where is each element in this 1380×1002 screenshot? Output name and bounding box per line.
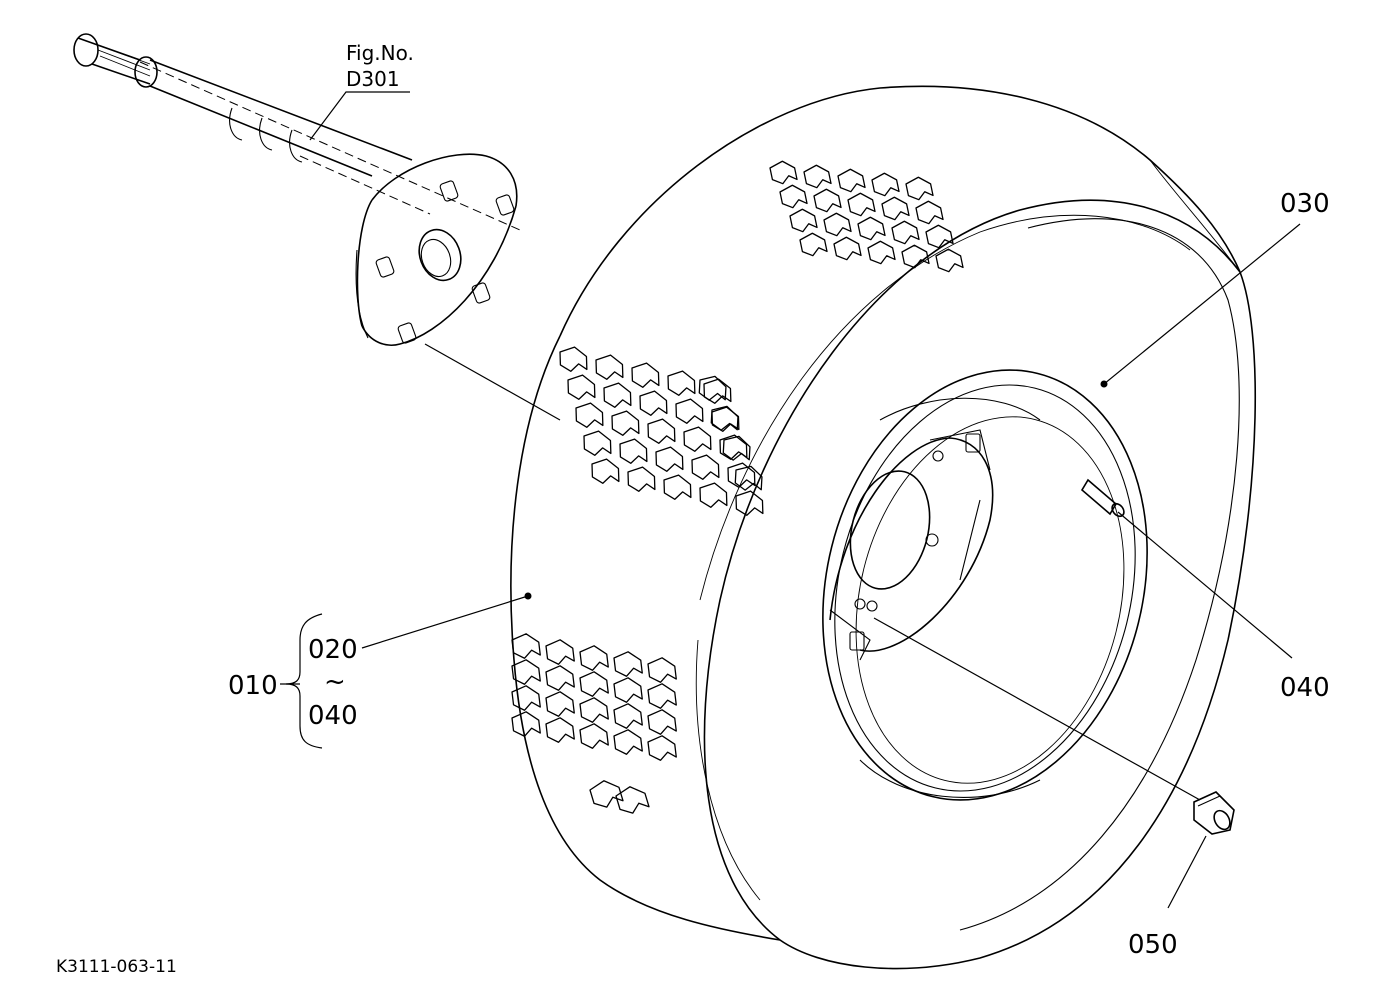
tread-lug — [559, 346, 588, 372]
tread-lug — [545, 665, 575, 691]
axle-shaft[interactable] — [73, 33, 521, 231]
tread-lug — [823, 212, 852, 237]
tread-lug — [603, 382, 632, 408]
tire[interactable] — [508, 85, 1257, 970]
tread-lug — [579, 723, 609, 749]
leader-lines — [280, 91, 1301, 909]
tread-lug — [727, 462, 756, 488]
tread-lug — [595, 354, 624, 380]
tread-lug — [579, 645, 609, 671]
tread-lug — [647, 683, 677, 709]
callout-030: 030 — [1280, 189, 1330, 219]
tread-lug — [789, 208, 818, 233]
tread-lug — [655, 446, 684, 472]
callout-range-to: 040 — [308, 701, 358, 731]
tread-lug — [627, 466, 656, 492]
tread-lug — [699, 482, 728, 508]
tread-lug — [575, 402, 604, 428]
tread-lug — [647, 418, 676, 444]
tread-lug — [545, 639, 575, 665]
tread-lug — [881, 196, 910, 221]
tread-lug — [613, 651, 643, 677]
tread-lug — [647, 735, 677, 761]
wheel-nut[interactable] — [1193, 791, 1235, 835]
tread-lug — [511, 711, 541, 737]
tread-lug — [619, 438, 648, 464]
hub-flange[interactable] — [355, 153, 518, 346]
tread-lug — [799, 232, 828, 257]
tread-lug — [935, 248, 964, 273]
tread-lug — [847, 192, 876, 217]
tread-lug — [613, 703, 643, 729]
tread-lug — [813, 188, 842, 213]
tread-lug — [769, 160, 798, 185]
tread-lug — [613, 729, 643, 755]
tread-lug — [663, 474, 692, 500]
tread-lug — [579, 671, 609, 697]
tread-lug — [833, 236, 862, 261]
tread-lug — [734, 465, 763, 491]
tread-lug — [647, 709, 677, 735]
tread-lug — [545, 691, 575, 717]
tread-lug — [675, 398, 704, 424]
tread-lug — [589, 780, 624, 808]
rim[interactable] — [779, 335, 1191, 834]
tread-lug — [779, 184, 808, 209]
wheel-stud — [375, 180, 515, 344]
tread-lug — [722, 435, 751, 461]
tread-lug — [857, 216, 886, 241]
tread-lug — [611, 410, 640, 436]
tread-lug — [901, 244, 930, 269]
tread-lug — [667, 370, 696, 396]
tread-lug — [511, 659, 541, 685]
tread-lug — [545, 717, 575, 743]
drawing-code: K3111-063-11 — [56, 957, 177, 977]
tread-lug — [735, 490, 764, 516]
tread-lug — [591, 458, 620, 484]
tread-lug — [511, 685, 541, 711]
tread-lug — [683, 426, 712, 452]
tread-lug — [871, 172, 900, 197]
callout-range-separator: ~ — [324, 667, 346, 697]
tread-lug — [891, 220, 920, 245]
tread-lug — [511, 633, 541, 659]
callout-050: 050 — [1128, 930, 1178, 960]
tread-lug — [698, 375, 727, 401]
tread-lug — [837, 168, 866, 193]
tread-lug — [925, 224, 954, 249]
tread-lug — [639, 390, 668, 416]
tread-lug — [710, 405, 739, 431]
callout-010: 010 — [228, 671, 278, 701]
tread-lug — [905, 176, 934, 201]
tread-lug — [691, 454, 720, 480]
tread-lug — [567, 374, 596, 400]
callout-040: 040 — [1280, 673, 1330, 703]
tread-lug — [803, 164, 832, 189]
tread-pattern — [511, 160, 964, 814]
fig-ref-label: Fig.No. — [346, 41, 414, 65]
tread-lug — [579, 697, 609, 723]
tread-lug — [631, 362, 660, 388]
tread-lug — [867, 240, 896, 265]
fig-ref-number: D301 — [346, 67, 400, 91]
tread-lug — [583, 430, 612, 456]
tread-lug — [915, 200, 944, 225]
callout-range-from: 020 — [308, 635, 358, 665]
tread-lug — [615, 786, 650, 814]
tread-lug — [613, 677, 643, 703]
tread-lug — [711, 406, 740, 432]
tread-lug — [647, 657, 677, 683]
